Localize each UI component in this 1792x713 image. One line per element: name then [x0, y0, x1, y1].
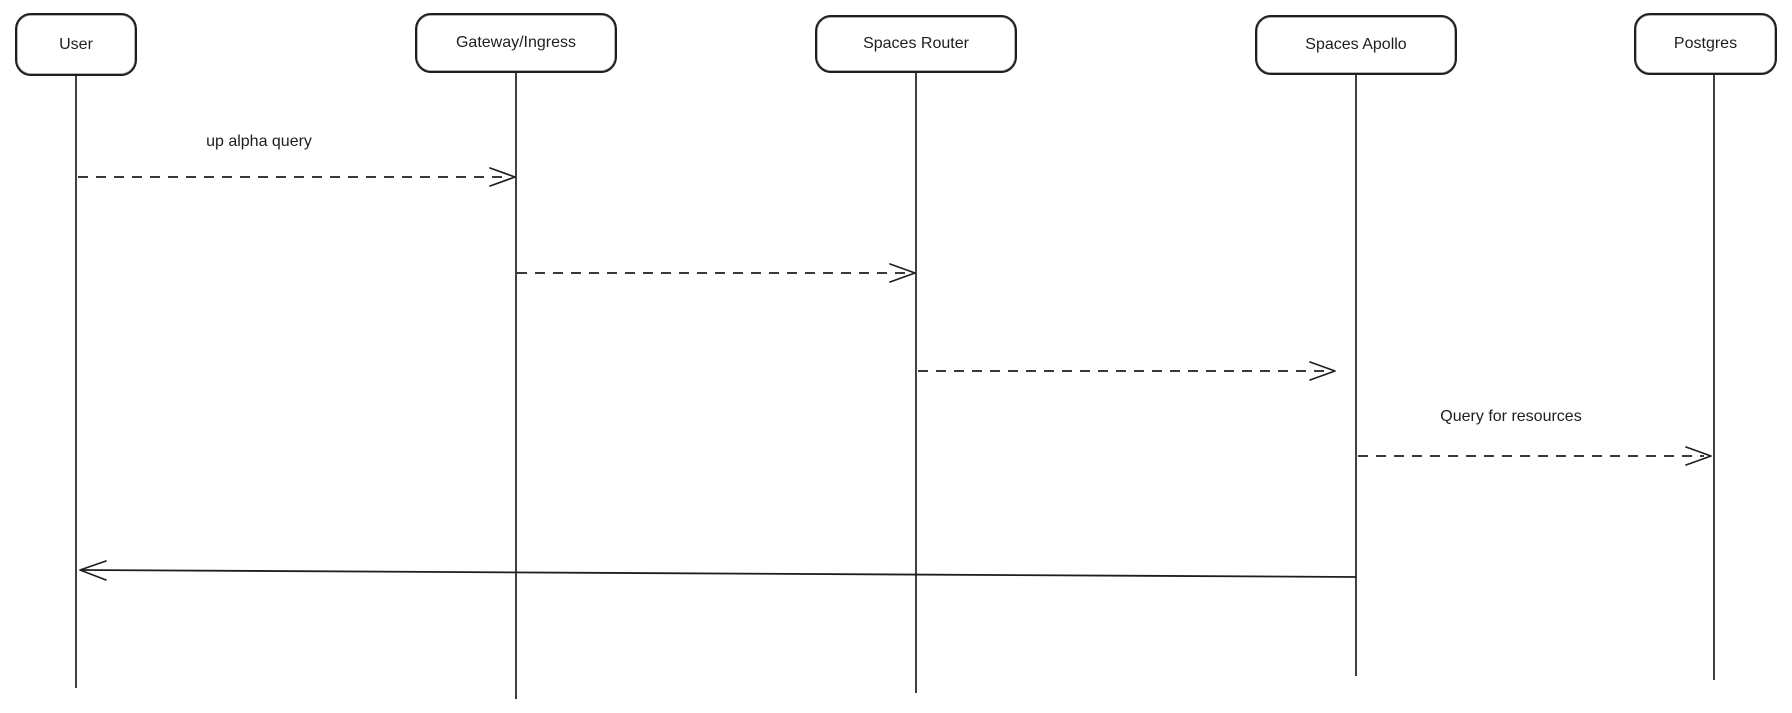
actor-label-gateway-ingress: Gateway/Ingress — [455, 34, 577, 52]
actor-box-spaces-apollo: Spaces Apollo — [1255, 15, 1457, 75]
message-arrow-gateway-to-router — [517, 263, 916, 283]
message-label-up-alpha-query: up alpha query — [206, 133, 312, 150]
actor-label-spaces-apollo: Spaces Apollo — [1305, 36, 1407, 54]
message-arrow-user-to-gateway — [78, 167, 516, 187]
arrowhead-right-icon — [489, 167, 516, 187]
actor-box-user: User — [15, 13, 137, 76]
message-label-query-for-resources: Query for resources — [1440, 408, 1582, 425]
actor-box-gateway-ingress: Gateway/Ingress — [415, 13, 617, 73]
message-arrow-apollo-to-user — [79, 560, 1357, 581]
arrowhead-right-icon — [1309, 361, 1336, 381]
message-arrow-router-to-apollo — [918, 361, 1336, 381]
arrowhead-left-icon — [79, 560, 107, 581]
actor-box-spaces-router: Spaces Router — [815, 15, 1017, 73]
message-arrow-apollo-to-postgres — [1358, 446, 1712, 466]
actor-label-user: User — [59, 35, 93, 53]
arrowhead-right-icon — [889, 263, 916, 283]
arrowhead-right-icon — [1685, 446, 1712, 466]
actor-label-postgres: Postgres — [1673, 35, 1738, 53]
actor-box-postgres: Postgres — [1634, 13, 1777, 75]
message-line — [81, 569, 1357, 578]
actor-label-spaces-router: Spaces Router — [863, 35, 969, 53]
